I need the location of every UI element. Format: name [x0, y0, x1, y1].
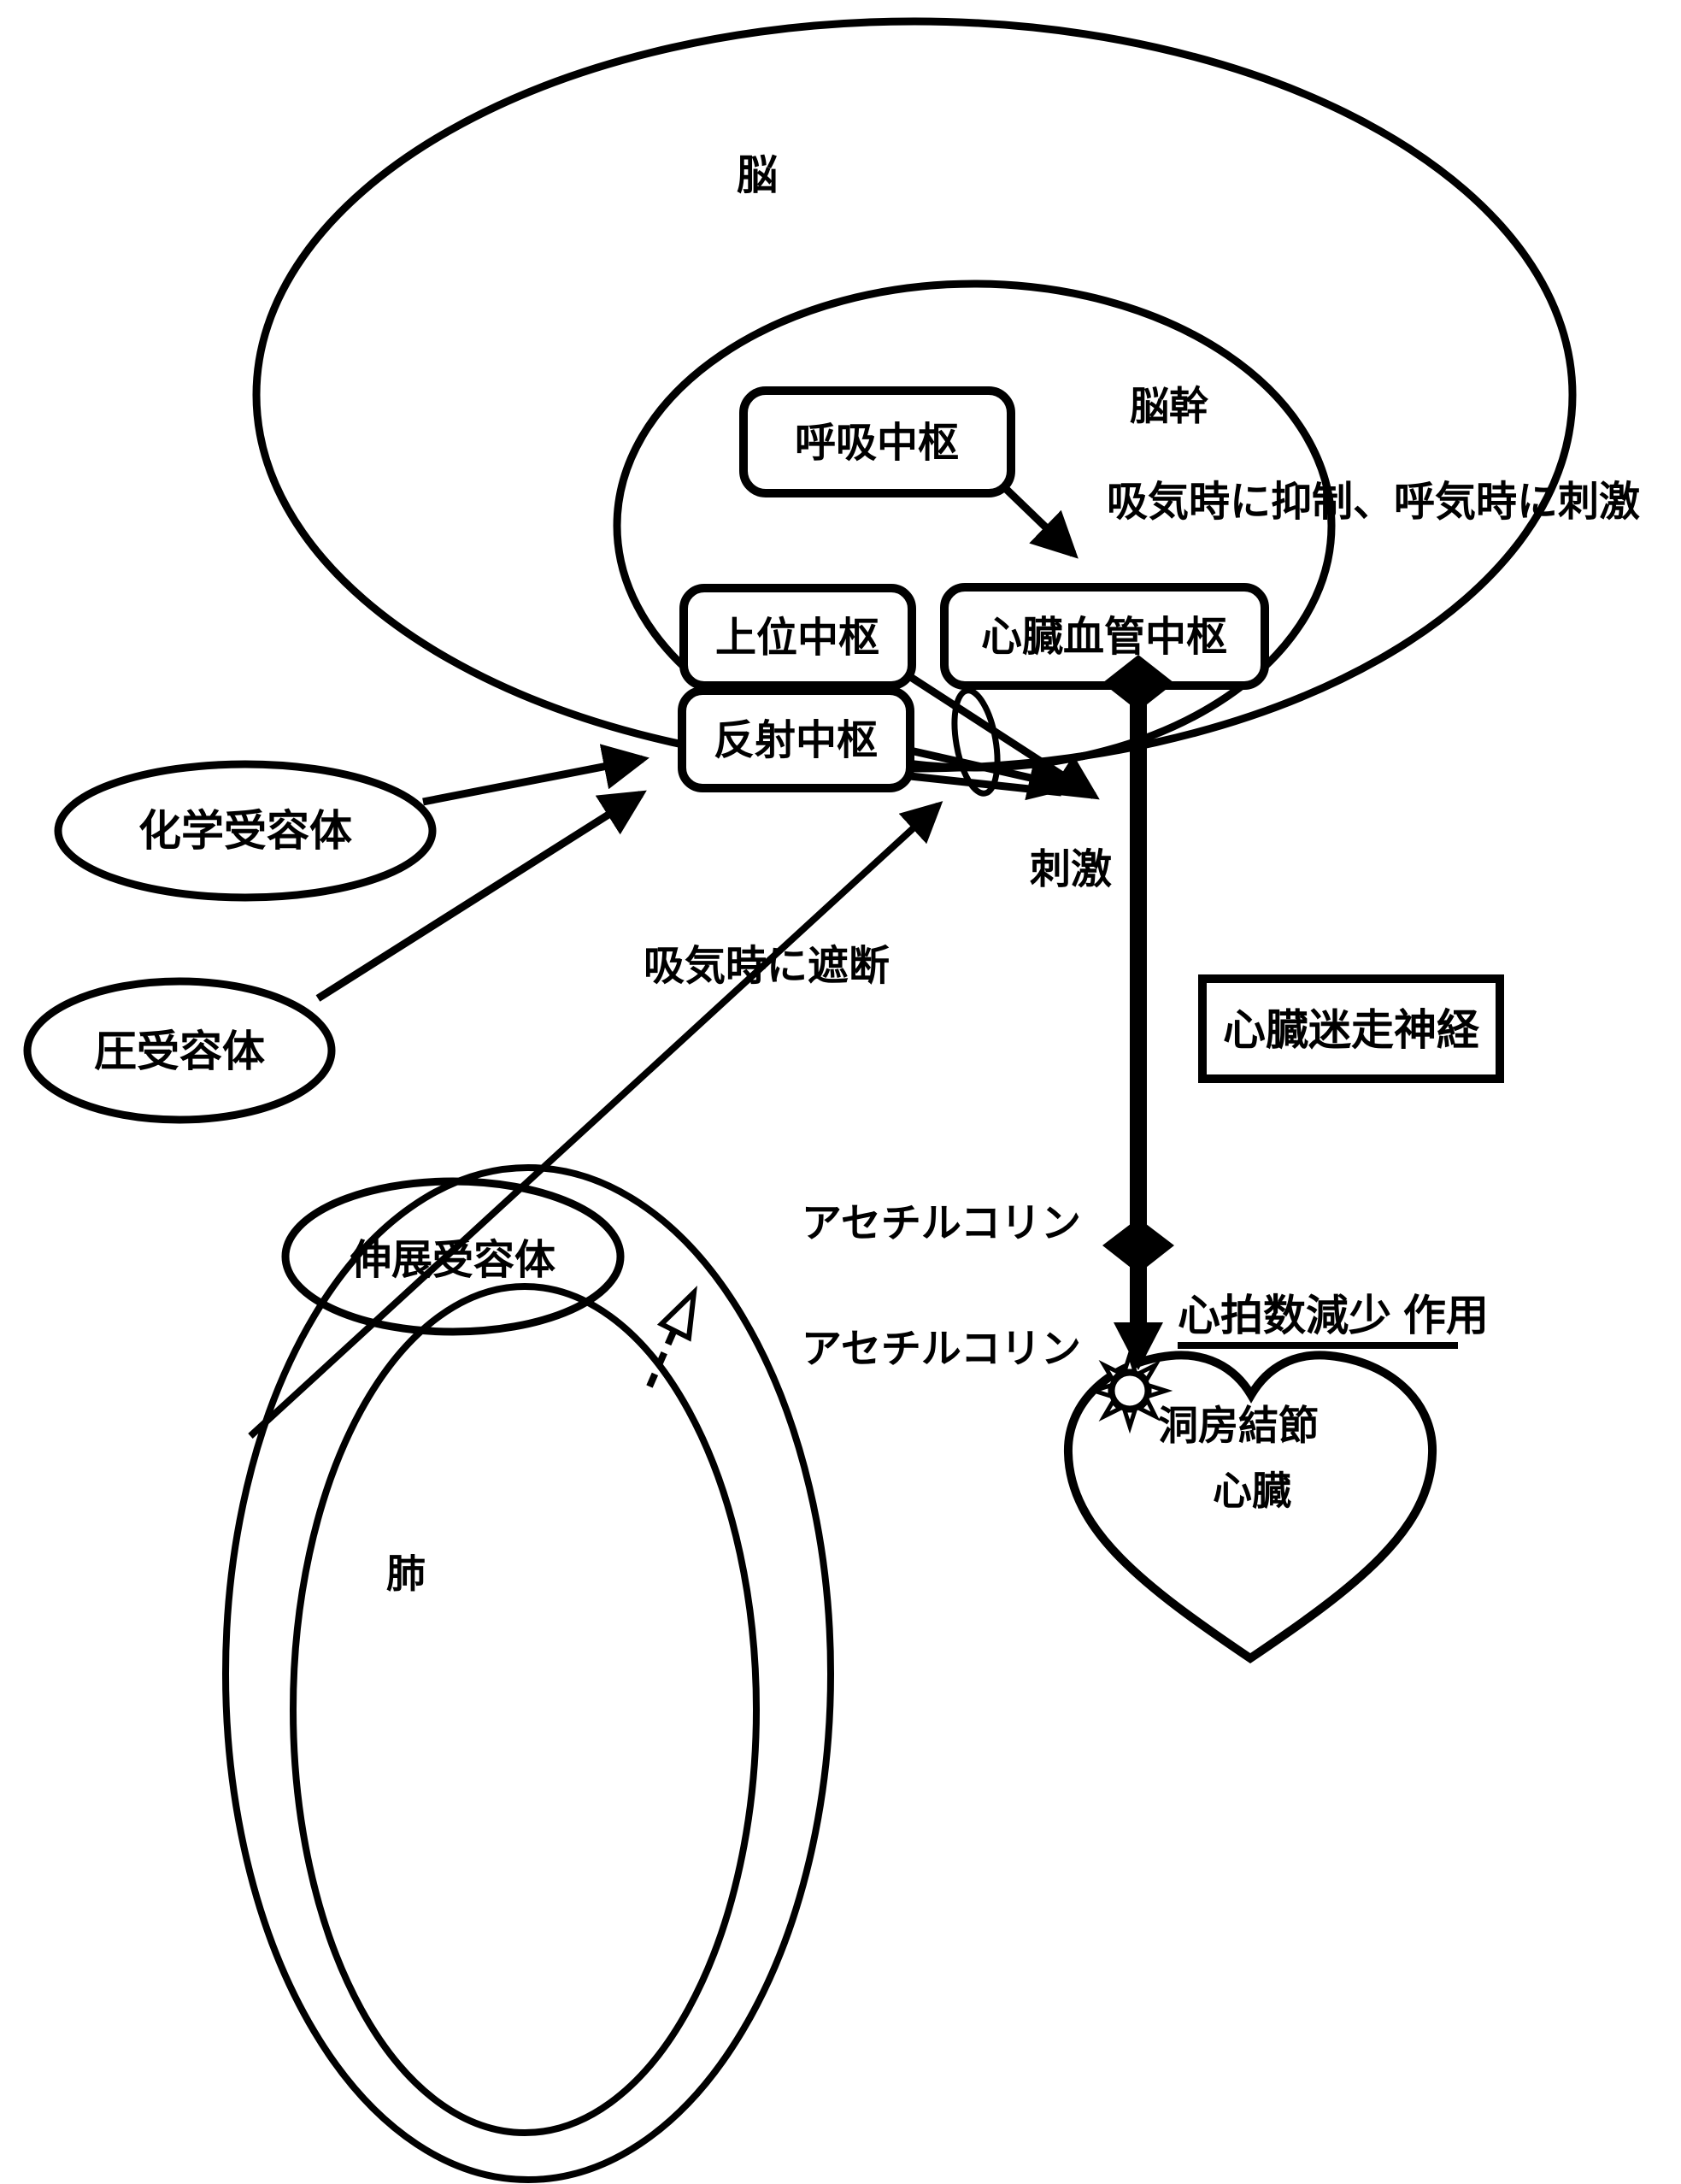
brain-label: 脳: [737, 153, 778, 198]
vagus-synapse-diamond-lower: [1102, 1218, 1174, 1274]
reflex-center-label: 反射中枢: [714, 718, 878, 763]
brain-ellipse: [252, 17, 1577, 773]
reflex-center-output-arrow: [909, 746, 1075, 801]
stretch-receptor-ellipse: [281, 1177, 625, 1336]
lung-label: 肺: [386, 1551, 426, 1596]
lung-inner-ellipse: [290, 1283, 760, 2136]
vagus-terminal-arrowhead: [1114, 1322, 1163, 1370]
stretch-signal-dashed-line: [646, 1330, 677, 1388]
reflex-center-box: [678, 686, 914, 792]
vagus-synapse-diamond-upper: [1102, 655, 1174, 711]
baroreceptor-label: 圧受容体: [94, 1027, 265, 1075]
respiratory-center-label: 呼吸中枢: [795, 421, 959, 466]
acetylcholine-lower-label: アセチルコリン: [802, 1326, 1081, 1371]
hr-decrease-note: 心拍数減少 作用: [1178, 1292, 1489, 1339]
cardiac-vagus-nerve-box: [1198, 974, 1504, 1083]
inspiration-gate-ellipse: [951, 687, 1001, 797]
higher-center-label: 上位中枢: [715, 615, 879, 661]
cardiac-vagus-nerve-label: 心臓迷走神経: [1223, 1006, 1480, 1054]
respiratory-to-cardiovascular-arrow: [998, 481, 1079, 559]
higher-center-box: [679, 584, 916, 690]
chemoreceptor-label: 化学受容体: [138, 807, 352, 855]
sinoatrial-node-label: 洞房結節: [1158, 1403, 1319, 1448]
lung-outer-ellipse: [222, 1164, 834, 2183]
inspiration-block-note: 吸気時に遮断: [644, 944, 890, 989]
sa-node-burst-icon: [1086, 1347, 1173, 1434]
respiratory-center-box: [739, 386, 1015, 497]
chemoreceptor-ellipse: [54, 760, 437, 902]
baroreceptor-ellipse: [23, 977, 336, 1124]
heart-label: 心臓: [1213, 1469, 1291, 1513]
acetylcholine-upper-label: アセチルコリン: [802, 1200, 1081, 1245]
brainstem-label: 脳幹: [1130, 384, 1209, 428]
resp-modulation-note: 吸気時に抑制、呼気時に刺激: [1107, 480, 1640, 525]
stretch-signal-arrowhead: [656, 1285, 697, 1342]
stretch-receptor-label: 伸展受容体: [350, 1238, 555, 1283]
chemoreceptor-to-reflex-arrow: [422, 744, 649, 806]
cardiovascular-center-box: [940, 583, 1269, 690]
stimulation-label: 刺激: [1030, 847, 1112, 892]
reflex-center-output-line2: [909, 772, 1062, 797]
baroreceptor-to-reflex-arrow: [315, 790, 647, 1002]
stretch-receptor-to-center-arrow: [248, 801, 943, 1439]
cardiovascular-center-label: 心臓血管中枢: [981, 615, 1227, 660]
